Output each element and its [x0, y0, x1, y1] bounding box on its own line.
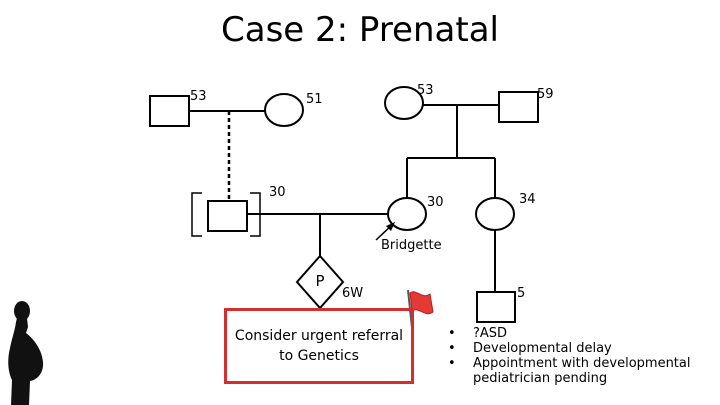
page-title: Case 2: Prenatal: [221, 10, 499, 50]
mother-name-label: Bridgette: [381, 238, 442, 253]
cousin-note: Developmental delay: [448, 341, 718, 356]
age-cousin: 5: [517, 286, 526, 301]
cousin-notes-list: ?ASD Developmental delay Appointment wit…: [448, 326, 718, 386]
father-left-bracket: [191, 192, 202, 237]
paternal-grandmother-circle: [264, 93, 304, 127]
age-paternal-grandmother: 51: [306, 92, 323, 107]
age-maternal-grandmother: 53: [417, 83, 434, 98]
age-aunt: 34: [519, 192, 536, 207]
father-square: [207, 200, 248, 232]
referral-box: Consider urgent referral to Genetics: [224, 308, 414, 384]
age-father: 30: [269, 185, 286, 200]
pregnant-woman-silhouette: [8, 301, 44, 405]
age-paternal-grandfather: 53: [190, 89, 207, 104]
age-mother: 30: [427, 195, 444, 210]
aunt-circle: [475, 197, 515, 231]
pregnancy-symbol: P: [315, 272, 324, 290]
age-maternal-grandfather: 59: [537, 87, 554, 102]
cousin-note: Appointment with developmental pediatric…: [448, 356, 718, 386]
maternal-grandfather-square: [498, 91, 539, 123]
gestation-label: 6W: [342, 286, 364, 301]
proband-arrow-head: [386, 222, 395, 231]
referral-text: Consider urgent referral to Genetics: [234, 328, 404, 364]
paternal-grandfather-square: [149, 95, 190, 127]
mother-circle: [387, 197, 427, 231]
maternal-grandmother-circle: [384, 86, 424, 120]
cousin-square: [476, 291, 516, 323]
cousin-note: ?ASD: [448, 326, 718, 341]
